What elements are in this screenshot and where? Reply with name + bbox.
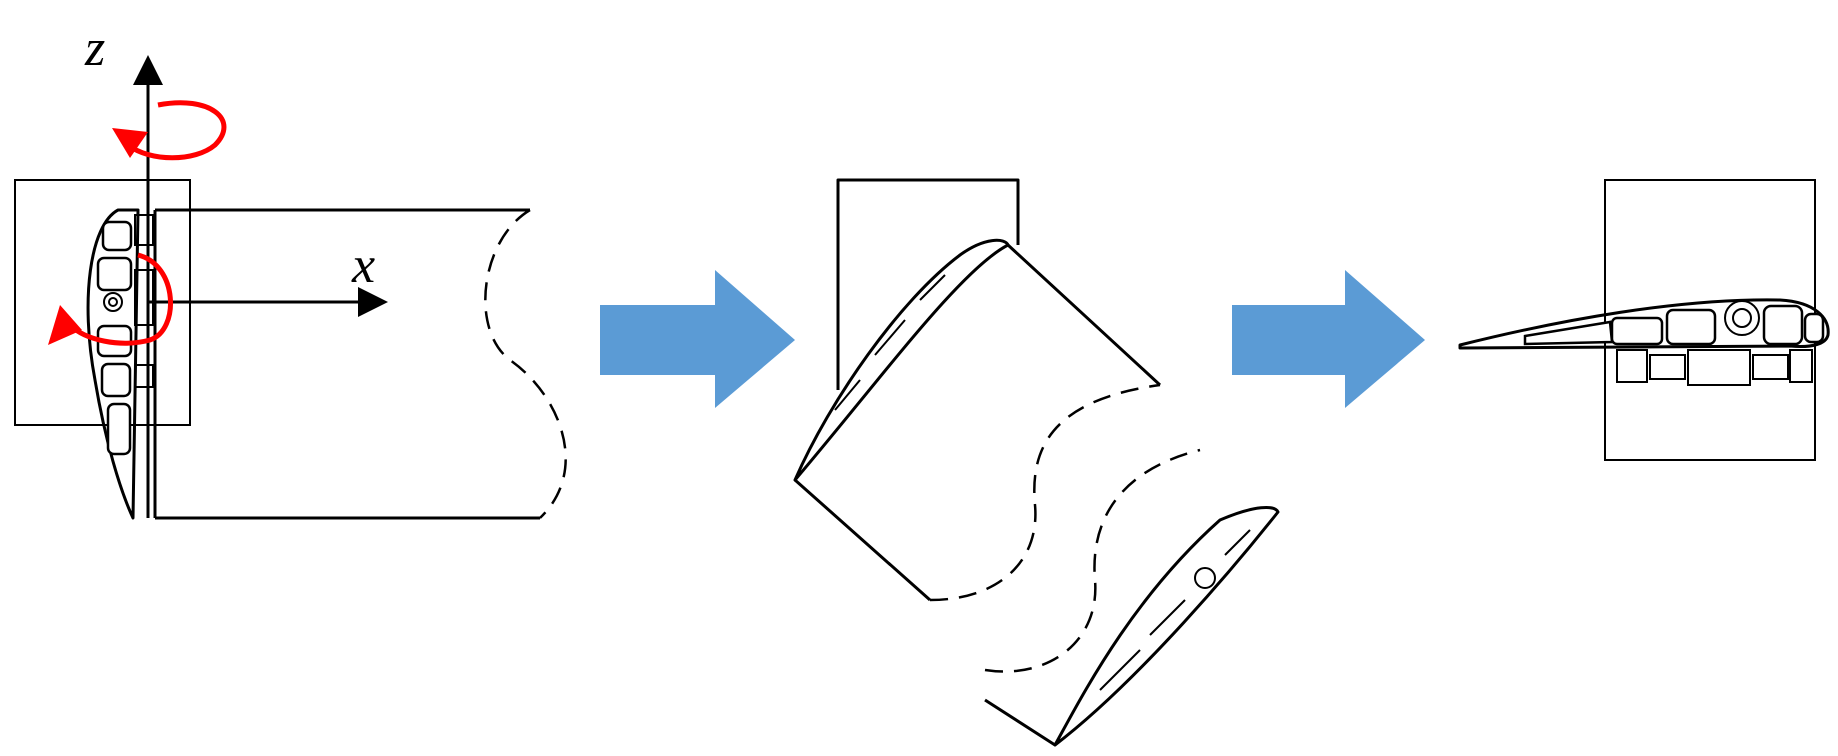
stage-intermediate bbox=[793, 178, 1280, 747]
wing-cut-edge bbox=[929, 383, 1161, 602]
stage-initial: z x bbox=[14, 20, 567, 520]
right-block-arrow-icon bbox=[1232, 270, 1425, 408]
rotation-arrow-z bbox=[112, 100, 227, 161]
rotation-arrow-x bbox=[48, 252, 173, 346]
right-block-arrow-icon bbox=[600, 270, 795, 408]
airfoil-ribs-upper bbox=[834, 274, 946, 411]
airfoil-section-upper bbox=[793, 238, 1010, 482]
curved-rotation-arrow-icon bbox=[48, 305, 82, 345]
airfoil-section bbox=[86, 208, 140, 520]
airfoil-ribs-lower bbox=[1099, 529, 1251, 691]
wing-body bbox=[153, 208, 540, 520]
airfoil-section bbox=[1458, 298, 1830, 350]
airfoil-ribs bbox=[96, 220, 133, 456]
x-axis-label: x bbox=[351, 237, 375, 294]
wing-body bbox=[794, 243, 1162, 747]
z-axis-label: z bbox=[84, 20, 105, 77]
airfoil-ribs bbox=[1523, 300, 1825, 346]
hinge-blocks bbox=[1616, 349, 1813, 386]
curved-rotation-arrow-icon bbox=[112, 128, 148, 158]
stage-final bbox=[1458, 179, 1830, 461]
airfoil-section-lower bbox=[1053, 506, 1280, 747]
spar-hole bbox=[1194, 567, 1216, 589]
mounting-plate bbox=[836, 178, 1020, 390]
wing-cut-edge bbox=[484, 208, 567, 519]
